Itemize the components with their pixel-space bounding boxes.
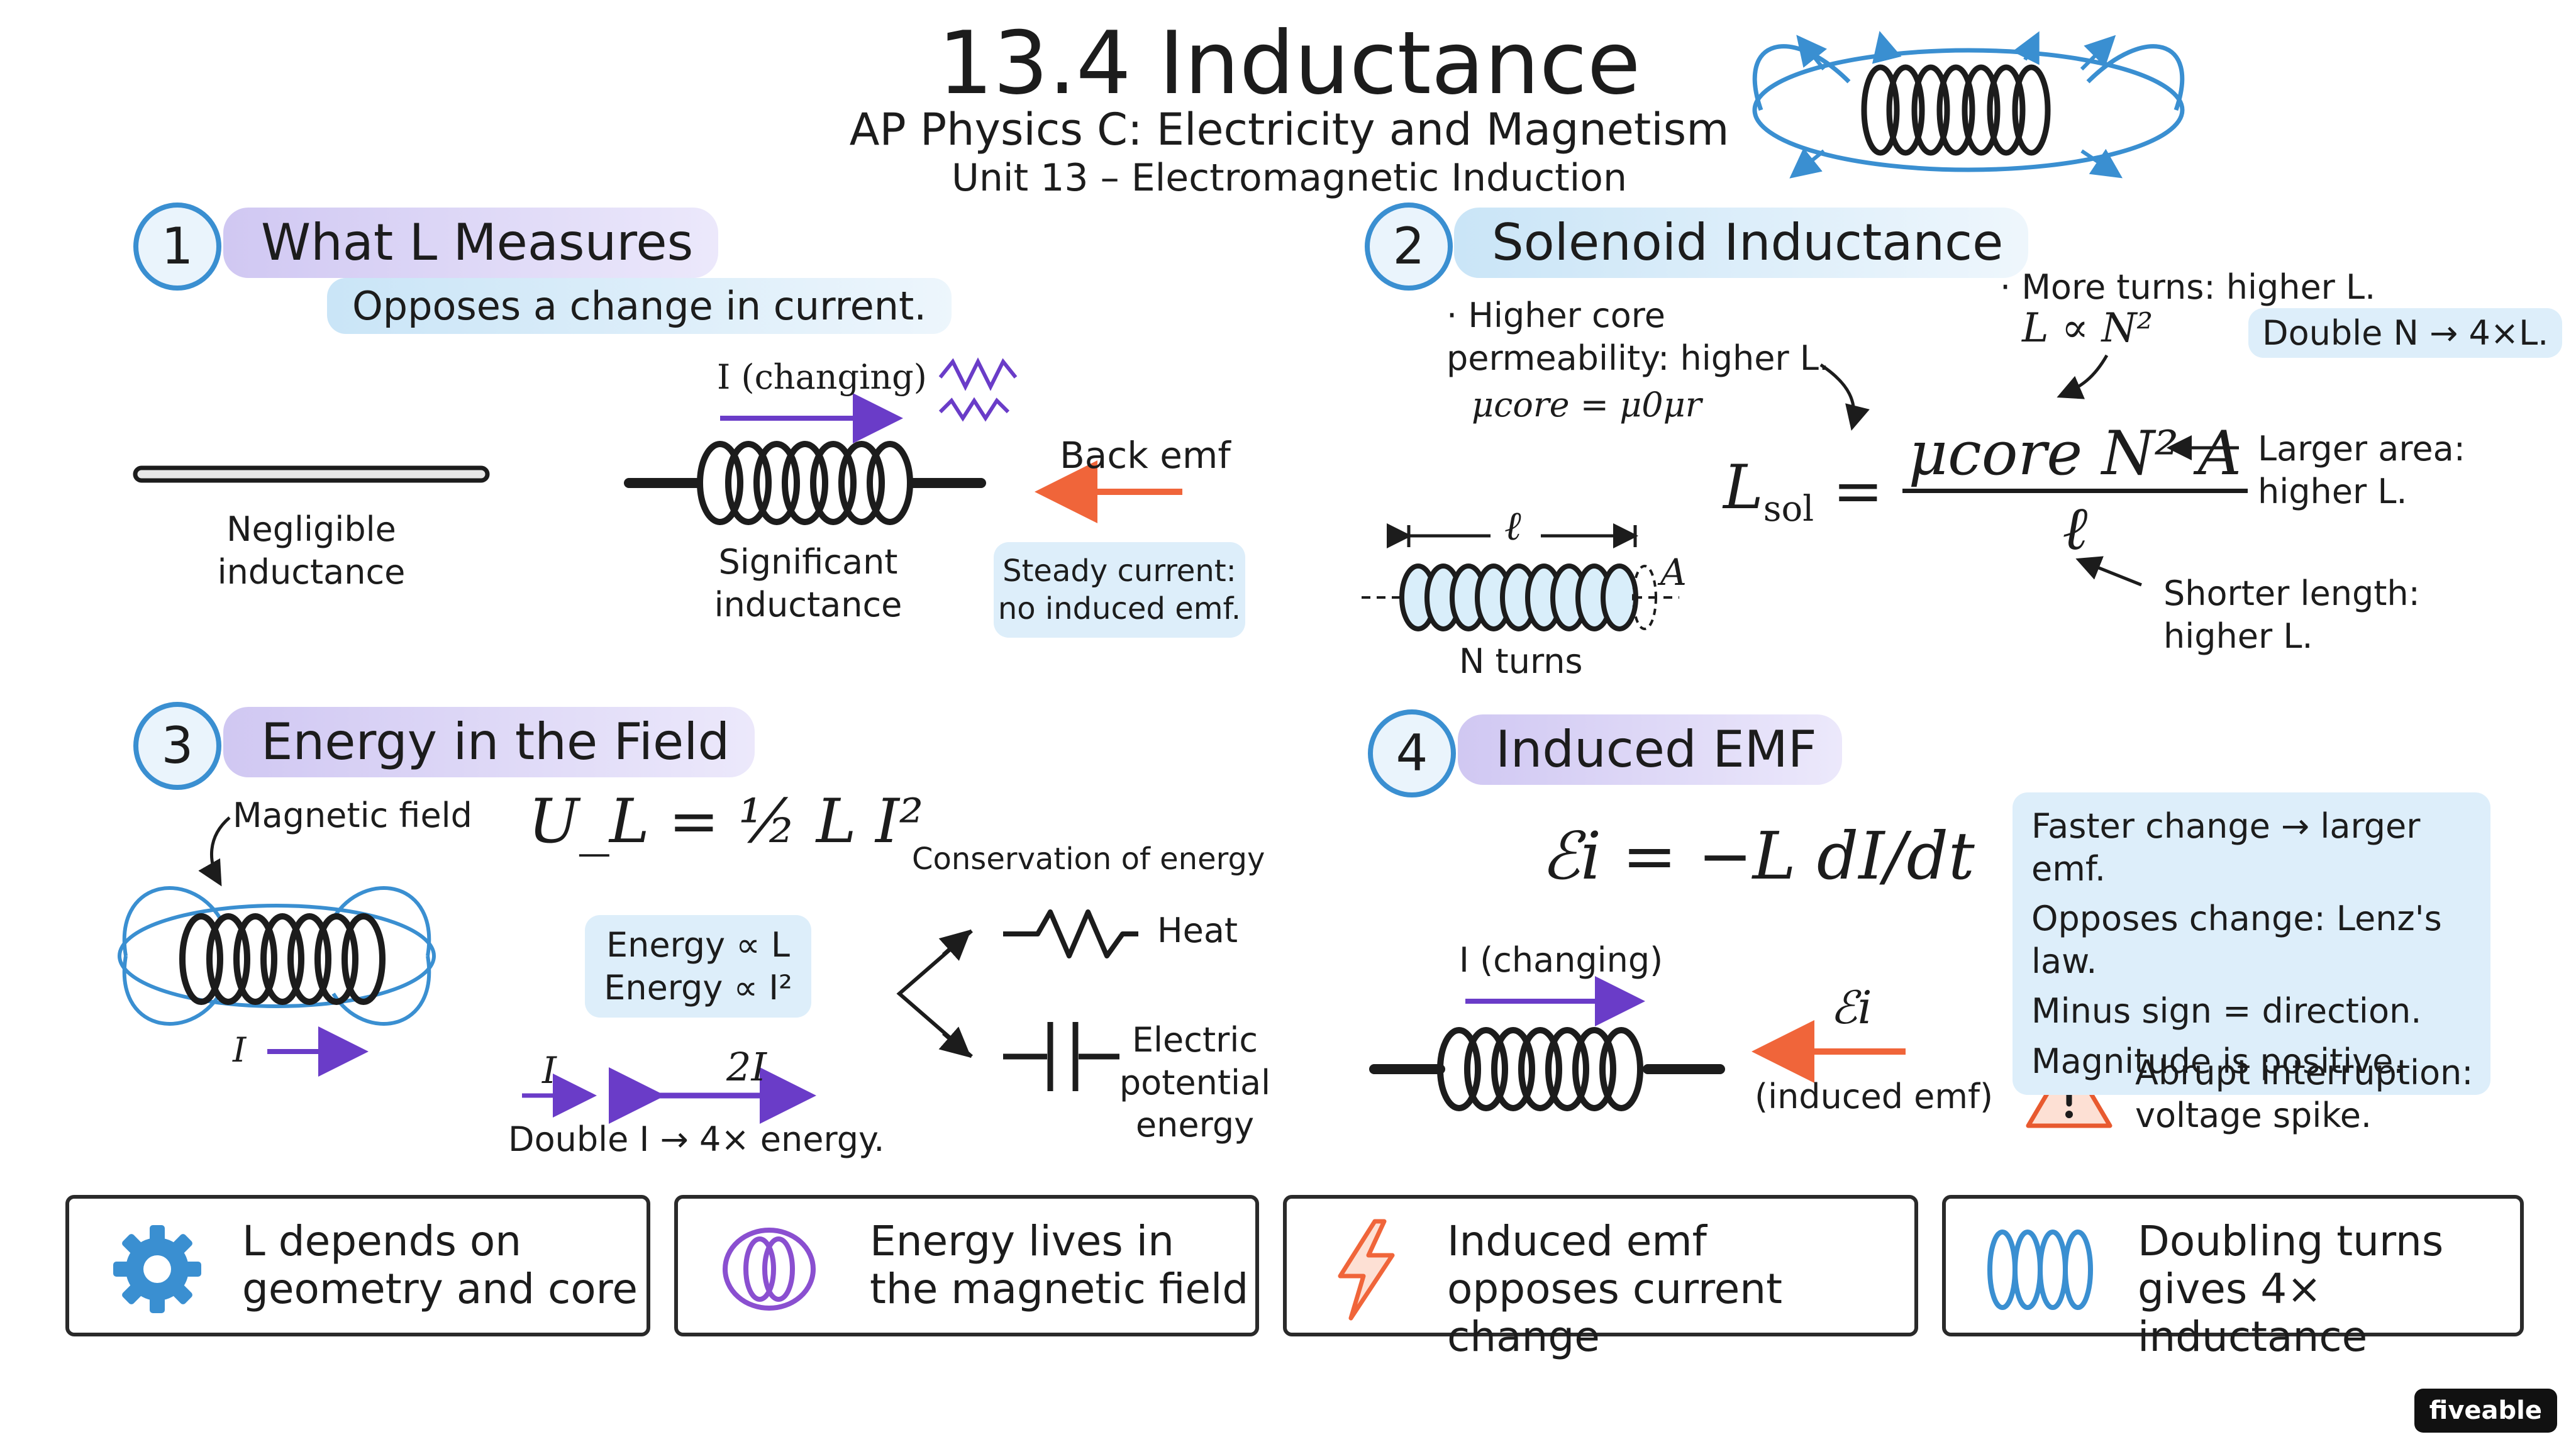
- electric-potential-label: Electric potential energy: [1119, 1020, 1271, 1145]
- turns-note: · More turns: higher L.: [2000, 267, 2376, 307]
- section-4-badge: 4: [1368, 709, 1456, 797]
- brand-logo: fiveable: [2414, 1389, 2557, 1433]
- section-2-heading: Solenoid Inductance: [1454, 208, 2029, 278]
- significant-label: Significant inductance: [714, 542, 902, 625]
- gear-icon: [113, 1225, 201, 1313]
- magnetic-field-label: Magnetic field: [233, 796, 472, 835]
- conservation-label: Conservation of energy: [912, 841, 1265, 877]
- field-pointer-arrow: [198, 816, 231, 887]
- length-note: Shorter length: higher L.: [2163, 574, 2420, 656]
- summary-card-emf: Induced emf opposes current change: [1283, 1195, 1918, 1360]
- field-loops-icon: [723, 1228, 816, 1311]
- page-subtitle: AP Physics C: Electricity and Magnetism: [849, 104, 1729, 155]
- current-label-1: I (changing): [717, 357, 927, 397]
- heat-label: Heat: [1157, 911, 1238, 950]
- current-symbol-3: I: [233, 1030, 247, 1070]
- steady-current-note: Steady current: no induced emf.: [994, 542, 1245, 638]
- section-1-badge: 1: [133, 203, 221, 291]
- core-pointer-arrow: [1819, 363, 1870, 431]
- length-symbol: ℓ: [1504, 503, 1521, 550]
- double-i-note: Double I → 4× energy.: [508, 1119, 885, 1159]
- formula-denominator: ℓ: [2062, 493, 2088, 564]
- summary-text-1: L depends on geometry and core: [242, 1217, 638, 1313]
- area-note: Larger area: higher L.: [2258, 429, 2465, 511]
- straight-wire: [133, 465, 490, 483]
- double-n-note: Double N → 4×L.: [2248, 308, 2563, 358]
- current-2i-label: 2I: [726, 1044, 767, 1090]
- formula-lhs: Lsol: [1723, 452, 1814, 530]
- unit-label: Unit 13 – Electromagnetic Induction: [951, 156, 1628, 200]
- summary-text-2: Energy lives in the magnetic field: [870, 1217, 1249, 1313]
- emf-note-1: Faster change → larger emf.: [2031, 806, 2421, 889]
- emf-formula: ℰi = −L dI/dt: [1541, 818, 1975, 894]
- section-1-heading: What L Measures: [223, 208, 719, 278]
- turns-pointer-arrow: [2057, 354, 2109, 399]
- emf-symbol: ℰi: [1830, 981, 1872, 1034]
- coil-solenoid-2: [1362, 564, 1679, 631]
- negligible-label: Negligible inductance: [217, 509, 406, 592]
- field-solenoid: [118, 886, 436, 1026]
- summary-text-4: Doubling turns gives 4× inductance: [2138, 1217, 2444, 1361]
- summary-card-turns: Doubling turns gives 4× inductance: [1942, 1195, 2524, 1360]
- length-dimension-line: [1387, 523, 1638, 548]
- header-solenoid-icon: [1752, 31, 2185, 179]
- summary-text-3: Induced emf opposes current change: [1447, 1217, 1782, 1361]
- formula-equals: =: [1833, 455, 1884, 526]
- area-symbol: A: [1660, 551, 1687, 594]
- energy-formula: U_L = ½ L I²: [528, 786, 924, 857]
- capacitor-icon: [1003, 1022, 1119, 1091]
- emf-notes-box: Faster change → larger emf. Opposes chan…: [2012, 792, 2490, 1095]
- section-4-heading: Induced EMF: [1458, 714, 1842, 785]
- summary-card-energy: Energy lives in the magnetic field: [674, 1195, 1259, 1336]
- section-3-heading: Energy in the Field: [223, 707, 755, 777]
- emf-note-4: Magnitude is positive.: [2031, 1041, 2404, 1081]
- lightning-icon: [1338, 1219, 1395, 1321]
- changing-squiggle-icon: [938, 357, 1018, 422]
- coil-icon: [1987, 1230, 2093, 1310]
- summary-card-geometry: L depends on geometry and core: [65, 1195, 650, 1336]
- coil-inductor-4: [1369, 1027, 1725, 1111]
- length-pointer-arrow: [2075, 556, 2142, 587]
- branch-arrows: [896, 929, 973, 1058]
- coil-inductor-1: [624, 441, 986, 525]
- n-turns-label: N turns: [1459, 641, 1583, 681]
- formula-numerator: μcore N² A: [1908, 418, 2242, 489]
- section-2-badge: 2: [1365, 203, 1453, 291]
- resistor-icon: [1003, 909, 1138, 958]
- energy-prop-i2: Energy ∝ I²: [604, 967, 792, 1008]
- core-permeability-note: · Higher core permeability: higher L.: [1446, 296, 1830, 378]
- back-emf-label: Back emf: [1060, 434, 1231, 477]
- current-label-4: I (changing): [1459, 940, 1663, 980]
- emf-note-3: Minus sign = direction.: [2031, 991, 2422, 1031]
- current-i-label: I: [542, 1049, 557, 1092]
- solenoid-formula: Lsol = μcore N² A ℓ: [1723, 418, 2248, 564]
- section-1-tagline: Opposes a change in current.: [327, 278, 952, 334]
- section-3-badge: 3: [133, 702, 221, 790]
- induced-emf-label: (induced emf): [1755, 1077, 1994, 1116]
- energy-proportionality-box: Energy ∝ L Energy ∝ I²: [585, 915, 811, 1018]
- warning-note: Abrupt interruption: voltage spike.: [2135, 1053, 2473, 1135]
- emf-note-2: Opposes change: Lenz's law.: [2031, 899, 2442, 981]
- page-title: 13.4 Inductance: [938, 13, 1641, 114]
- energy-prop-l: Energy ∝ L: [606, 925, 791, 965]
- turns-proportionality: L ∝ N²: [2022, 305, 2153, 352]
- formula-fraction: μcore N² A ℓ: [1902, 418, 2248, 564]
- mu-core-relation: μcore = μ0μr: [1472, 385, 1702, 425]
